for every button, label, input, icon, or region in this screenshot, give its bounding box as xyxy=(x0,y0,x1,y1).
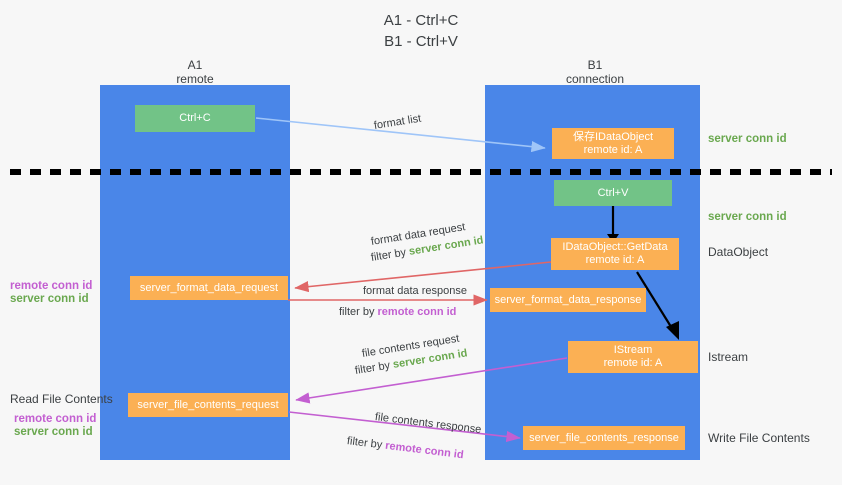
box-istream-line2: remote id: A xyxy=(603,357,663,369)
box-ctrl-c[interactable]: Ctrl+C xyxy=(135,105,255,132)
box-server-format-data-response-label: server_format_data_response xyxy=(494,293,642,306)
box-server-file-contents-response[interactable]: server_file_contents_response xyxy=(523,426,685,450)
remote-conn-id-filter-2: remote conn id xyxy=(377,306,457,318)
box-idataobject-getdata-line2: remote id: A xyxy=(585,254,645,266)
filter-by-text-1: filter by xyxy=(370,246,407,264)
edge-label-format-data-response: format data response xyxy=(363,285,467,297)
label-server-conn-id-1: server conn id xyxy=(10,293,89,305)
column-header-a1: A1 remote xyxy=(105,58,285,86)
label-server-conn-id-mid: server conn id xyxy=(708,211,787,223)
box-ctrl-v[interactable]: Ctrl+V xyxy=(554,180,672,206)
box-server-format-data-response[interactable]: server_format_data_response xyxy=(490,288,646,312)
edge-label-file-contents-response-filter: filter by remote conn id xyxy=(346,434,464,462)
column-a1-name: A1 xyxy=(187,58,203,72)
column-header-b1: B1 connection xyxy=(505,58,685,86)
label-server-conn-id-2: server conn id xyxy=(14,426,93,438)
box-ctrl-v-label: Ctrl+V xyxy=(597,186,629,199)
label-server-conn-id-top: server conn id xyxy=(708,133,787,145)
label-istream: Istream xyxy=(708,350,749,364)
edge-label-format-data-response-filter: filter by remote conn id xyxy=(339,305,456,319)
filter-by-text-2: filter by xyxy=(339,306,375,318)
box-ctrl-c-label: Ctrl+C xyxy=(179,112,211,124)
label-write-file-contents: Write File Contents xyxy=(708,431,810,445)
box-idataobject-getdata-line1: IDataObject::GetData xyxy=(562,241,668,253)
label-read-file-contents: Read File Contents xyxy=(10,392,113,406)
box-server-format-data-request-label: server_format_data_request xyxy=(139,281,279,294)
box-istream-line1: IStream xyxy=(613,344,653,356)
column-b1-name: B1 xyxy=(587,58,603,72)
box-server-file-contents-response-label: server_file_contents_response xyxy=(529,431,679,444)
label-remote-conn-id-2: remote conn id xyxy=(14,413,97,425)
box-idataobject-getdata[interactable]: IDataObject::GetData remote id: A xyxy=(551,238,679,270)
filter-by-text-4: filter by xyxy=(346,435,383,452)
column-b1-subtitle: connection xyxy=(565,72,625,86)
box-save-idataobject[interactable]: 保存IDataObject remote id: A xyxy=(552,128,674,159)
filter-by-text-3: filter by xyxy=(354,359,391,377)
box-istream[interactable]: IStream remote id: A xyxy=(568,341,698,373)
edge-label-file-contents-response: file contents response xyxy=(374,411,482,436)
box-save-idataobject-line1: 保存IDataObject xyxy=(572,130,654,143)
remote-conn-id-filter-4: remote conn id xyxy=(384,439,465,462)
label-dataobject: DataObject xyxy=(708,245,769,259)
edge-label-format-list: format list xyxy=(373,112,423,132)
box-server-file-contents-request[interactable]: server_file_contents_request xyxy=(128,393,288,417)
box-server-file-contents-request-label: server_file_contents_request xyxy=(137,398,279,411)
page-title: A1 - Ctrl+C B1 - Ctrl+V xyxy=(383,12,459,50)
label-remote-conn-id-1: remote conn id xyxy=(10,280,93,292)
box-save-idataobject-line2: remote id: A xyxy=(583,143,643,156)
box-server-format-data-request[interactable]: server_format_data_request xyxy=(130,276,288,300)
column-a1-subtitle: remote xyxy=(176,72,214,86)
